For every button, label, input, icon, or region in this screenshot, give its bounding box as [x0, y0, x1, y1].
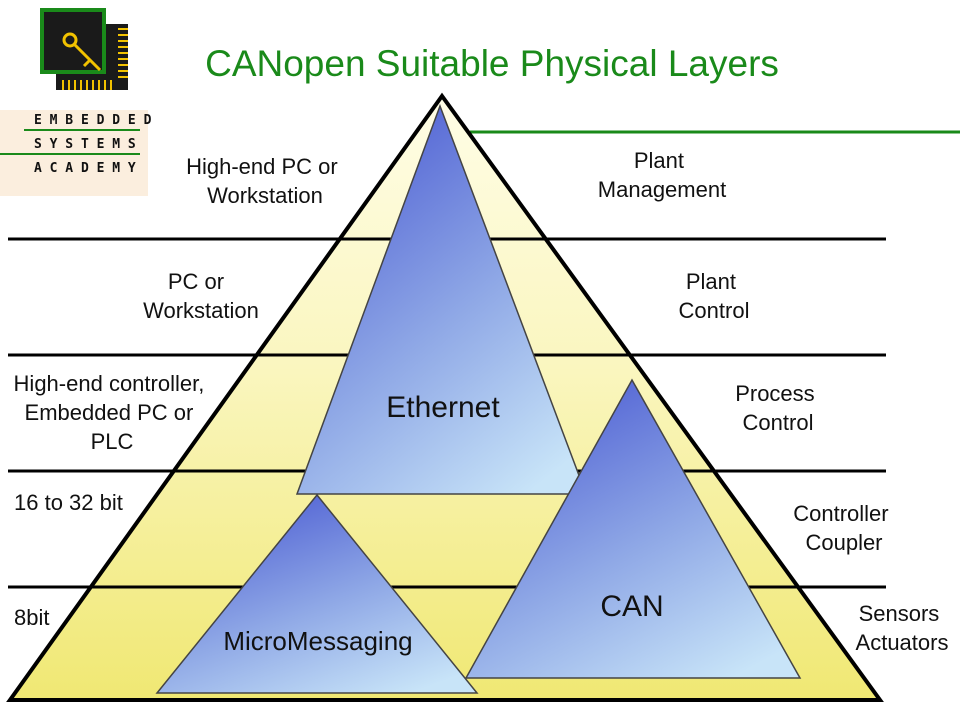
- right-label: Plant Control: [679, 269, 750, 323]
- left-label: PC or Workstation: [143, 269, 259, 323]
- left-label: High-end PC or Workstation: [186, 154, 344, 208]
- micromessaging-triangle: MicroMessaging: [155, 493, 479, 694]
- logo-text-line1: E M B E D D E D: [34, 113, 152, 128]
- right-label: Sensors Actuators: [856, 601, 949, 655]
- logo-text-line2: S Y S T E M S: [34, 137, 136, 152]
- ethernet-triangle: Ethernet: [295, 103, 588, 495]
- right-label: Process Control: [735, 381, 821, 435]
- right-label: Controller Coupler: [793, 501, 895, 555]
- can-triangle: CAN: [464, 378, 802, 679]
- left-label: 16 to 32 bit: [14, 490, 123, 515]
- can-label: CAN: [600, 590, 663, 623]
- logo-text-line3: A C A D E M Y: [34, 161, 136, 176]
- left-label: 8bit: [14, 605, 49, 630]
- left-labels: High-end PC or Workstation PC or Worksta…: [14, 154, 344, 630]
- right-labels: Plant Management Plant Control Process C…: [598, 148, 949, 655]
- page-title: CANopen Suitable Physical Layers: [205, 43, 779, 84]
- micromessaging-label: MicroMessaging: [223, 626, 412, 656]
- left-label: High-end controller, Embedded PC or PLC: [14, 371, 211, 454]
- embedded-systems-academy-logo: E M B E D D E D S Y S T E M S A C A D E …: [0, 8, 152, 196]
- ethernet-label: Ethernet: [386, 391, 500, 424]
- chip-with-key-icon: [40, 8, 128, 90]
- right-label: Plant Management: [598, 148, 726, 202]
